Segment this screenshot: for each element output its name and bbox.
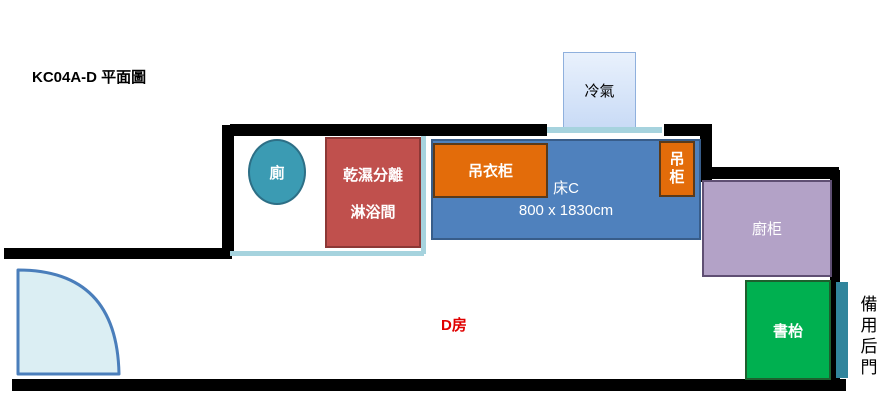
plan-title: KC04A-D 平面圖 [32,69,147,86]
back-door-label: 備 用 后 門 [858,294,880,378]
back-door-char: 門 [860,358,878,377]
air-conditioner-label: 冷氣 [584,82,615,100]
toilet: 廁 [248,139,306,205]
desk: 書枱 [745,280,831,380]
hanging-cabinet-char-2: 柜 [669,169,685,186]
wall-segment [230,124,547,136]
glass-partition [547,127,662,133]
back-door-char: 后 [860,337,878,356]
back-door-char: 備 [860,295,878,314]
glass-partition [230,251,424,256]
wall-segment [706,167,839,179]
bed-label: 床C [553,180,579,197]
desk-label: 書枱 [772,322,803,340]
air-conditioner: 冷氣 [563,52,636,128]
back-door [836,282,848,378]
back-door-char: 用 [860,316,878,335]
entrance-door-swing [16,268,121,376]
wardrobe: 吊衣柜 [433,143,548,198]
shower-room-label-2: 淋浴間 [350,203,396,221]
kitchen-cabinet-label: 廚柜 [751,221,782,238]
kitchen-cabinet: 廚柜 [702,180,832,277]
hanging-cabinet-char-1: 吊 [669,151,685,168]
wall-segment [830,170,840,382]
wall-segment [4,248,232,259]
wardrobe-label: 吊衣柜 [467,163,513,180]
shower-room-label-1: 乾濕分離 [342,166,403,184]
bed-size: 800 x 1830cm [518,202,614,219]
wall-segment [222,125,234,255]
hanging-cabinet: 吊 柜 [659,141,695,197]
room-label: D房 [441,317,467,334]
shower-room: 乾濕分離 淋浴間 [325,137,421,248]
glass-partition [421,136,426,254]
toilet-label: 廁 [269,164,285,182]
wall-segment [12,379,846,391]
